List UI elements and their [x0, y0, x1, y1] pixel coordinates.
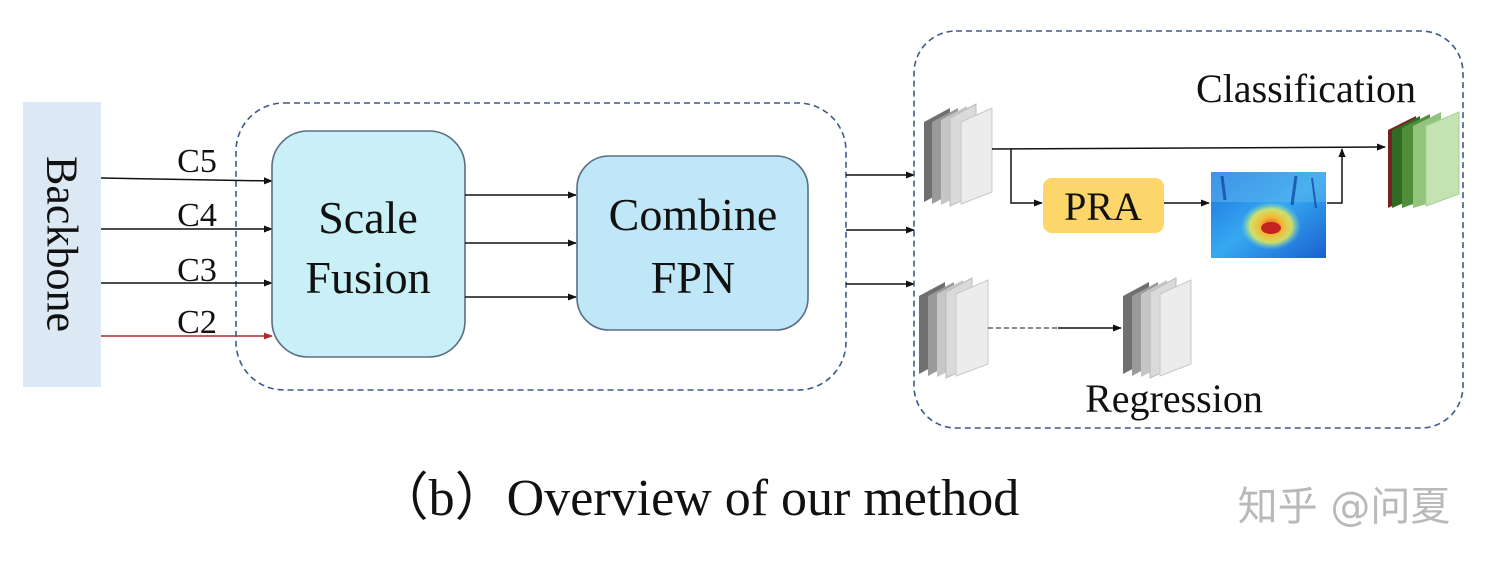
c2-label: C2 — [177, 304, 217, 341]
output-arrows — [846, 171, 915, 288]
classification-label: Classification — [1196, 66, 1416, 111]
c4-label: C4 — [177, 197, 217, 234]
backbone-block: Backbone — [23, 102, 101, 387]
feature-stack-bottom — [919, 277, 989, 379]
regression-output-stack — [1123, 277, 1192, 379]
classification-output-stack — [1388, 111, 1460, 208]
figure-caption: （b）Overview of our method — [377, 470, 1020, 527]
c5-arrow — [100, 177, 273, 185]
classification-path — [991, 143, 1386, 207]
c5-label: C5 — [177, 143, 217, 180]
attention-heatmap-image — [1211, 172, 1326, 258]
watermark: 知乎 @问夏 — [1238, 484, 1451, 530]
scale-fusion-line2: Fusion — [305, 252, 430, 303]
fusion-group-border — [235, 102, 847, 391]
c3-label: C3 — [177, 252, 217, 289]
input-arrows: C5 C4 C3 C2 — [100, 143, 273, 341]
head-group-border — [913, 30, 1464, 429]
combine-fpn-line1: Combine — [609, 189, 778, 240]
scale-fusion-line1: Scale — [318, 192, 418, 243]
pra-block: PRA — [1043, 178, 1164, 233]
pra-label: PRA — [1064, 184, 1142, 229]
regression-label: Regression — [1085, 376, 1263, 421]
scale-fusion-block: Scale Fusion — [271, 130, 466, 358]
backbone-label: Backbone — [38, 156, 87, 332]
combine-fpn-block: Combine FPN — [576, 155, 809, 331]
feature-stack-top — [924, 103, 993, 207]
fusion-to-fpn-arrows — [465, 191, 577, 301]
combine-fpn-line2: FPN — [651, 252, 735, 303]
